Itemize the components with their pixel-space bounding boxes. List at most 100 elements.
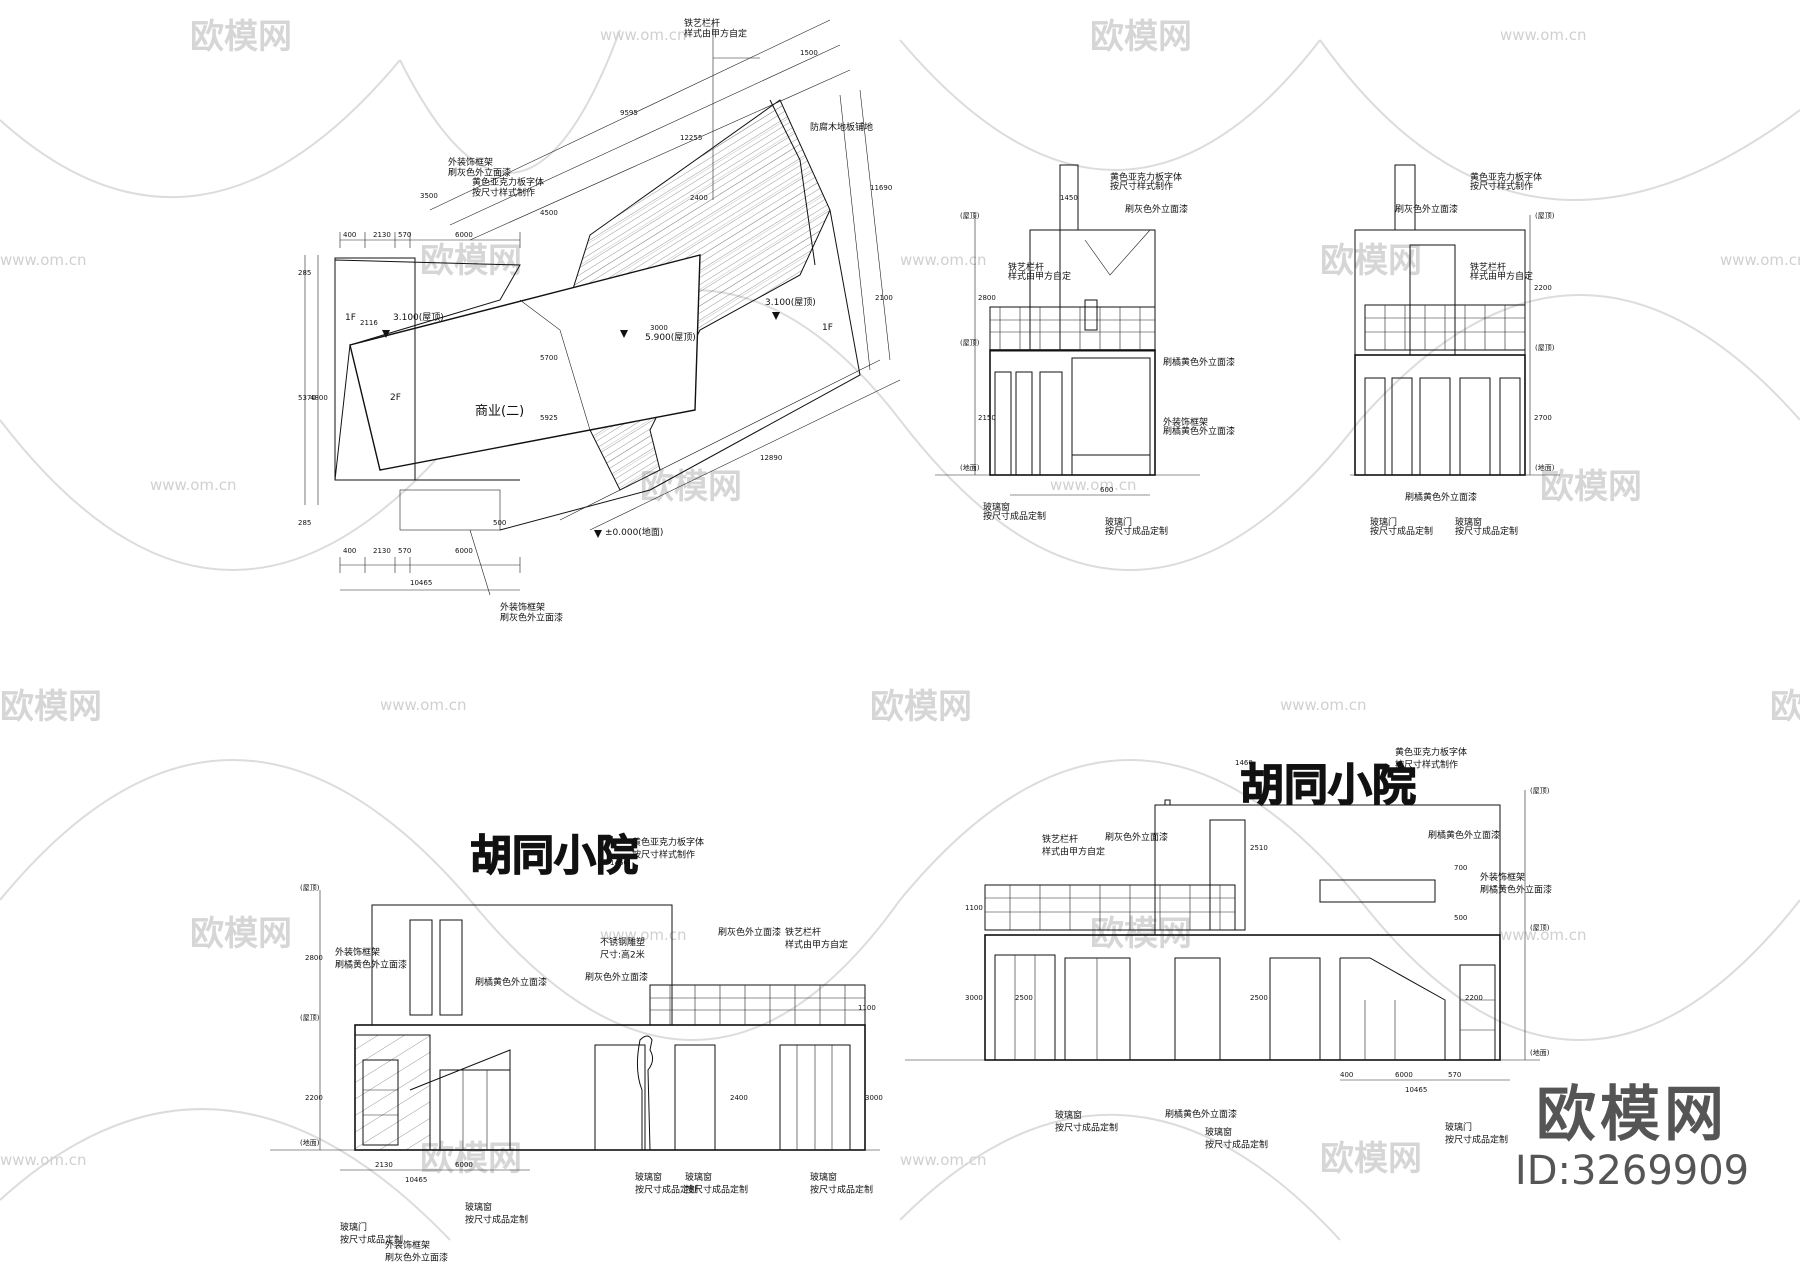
elev-b-note-yellow: 刷橘黄色外立面漆 xyxy=(1405,491,1477,503)
plan-note-deck: 防腐木地板铺地 xyxy=(810,121,873,133)
elev-d-dim: 1460 xyxy=(1235,759,1253,767)
elev-b-level: (地面) xyxy=(1535,463,1555,472)
plan-dim: 2130 xyxy=(373,547,391,555)
elev-d-note-glass-win: 玻璃窗按尺寸成品定制 xyxy=(1055,1109,1118,1134)
plan-level-roof-left: 3.100(屋顶) xyxy=(393,312,444,323)
elev-b-note-glass-win: 玻璃窗按尺寸成品定制 xyxy=(1455,516,1518,537)
elev-d-dim: 6000 xyxy=(1395,1071,1413,1079)
elev-c-note-glass-door: 玻璃门按尺寸成品定制 xyxy=(340,1221,403,1246)
elevation-c: 胡同小院 黄色亚克力板字体按尺寸样式制作 外装饰框架刷橘黄色外立面漆 刷橘黄色外… xyxy=(270,830,883,1264)
elev-d-dim: 3000 xyxy=(965,994,983,1002)
plan-floor-1f-right: 1F xyxy=(822,323,833,333)
elev-d-level: (屋顶) xyxy=(1530,787,1550,795)
elev-c-level: (地面) xyxy=(300,1138,320,1147)
plan-dim: 285 xyxy=(298,519,311,527)
watermark-url: www.om.cn xyxy=(0,251,87,269)
watermark-logo: 欧模网 xyxy=(1540,467,1642,507)
elev-d-note-gray: 刷灰色外立面漆 xyxy=(1105,831,1168,843)
elev-d-note-frame: 外装饰框架刷橘黄色外立面漆 xyxy=(1480,871,1552,896)
elev-c-note-yellow: 刷橘黄色外立面漆 xyxy=(475,976,547,988)
plan-dim: 4500 xyxy=(540,209,558,217)
elev-c-note-glass-win-b: 玻璃窗按尺寸成品定制 xyxy=(635,1171,698,1196)
elev-d-note-railing: 铁艺栏杆样式由甲方自定 xyxy=(1042,833,1105,858)
elev-b-note-gray: 刷灰色外立面漆 xyxy=(1395,203,1458,215)
elev-d-level: (屋顶) xyxy=(1530,924,1550,932)
plan-dim: 400 xyxy=(343,231,356,239)
elev-a-note-glass-win: 玻璃窗按尺寸成品定制 xyxy=(983,501,1046,522)
plan-dim: 12890 xyxy=(760,454,782,462)
plan-dim: 2116 xyxy=(360,319,378,327)
watermark-logo: 欧模网 xyxy=(190,914,292,954)
watermark-logo: 欧模网 xyxy=(1090,17,1192,57)
elev-d-note-yellow: 刷橘黄色外立面漆 xyxy=(1428,829,1500,841)
elev-c-dim: 3000 xyxy=(865,1094,883,1102)
elev-c-note-glass-win-c: 玻璃窗按尺寸成品定制 xyxy=(685,1171,748,1196)
brand-stamp: 欧模网 ID:3269909 xyxy=(1512,1082,1752,1194)
plan-dim: 6000 xyxy=(455,547,473,555)
plan-dim: 10465 xyxy=(410,579,432,587)
elev-c-note-frame-bottom: 外装饰框架刷灰色外立面漆 xyxy=(385,1239,448,1264)
plan-dim: 11690 xyxy=(870,184,892,192)
elev-d-dim: 2200 xyxy=(1465,994,1483,1002)
elev-a-dim: 1450 xyxy=(1060,194,1078,202)
plan-dim: 3500 xyxy=(420,192,438,200)
elev-c-note-railing: 铁艺栏杆样式由甲方自定 xyxy=(785,926,848,951)
plan-dim: 570 xyxy=(398,547,411,555)
elev-a-note-frame: 外装饰框架刷橘黄色外立面漆 xyxy=(1163,416,1235,437)
elev-d-note-glass-door: 玻璃门按尺寸成品定制 xyxy=(1445,1121,1508,1146)
elev-a-note-yellow: 刷橘黄色外立面漆 xyxy=(1163,356,1235,368)
elev-a-dim: 2150 xyxy=(978,414,996,422)
elevation-b: 黄色亚克力板字体按尺寸样式制作 刷灰色外立面漆 铁艺栏杆样式由甲方自定 刷橘黄色… xyxy=(1350,164,1560,537)
watermark-url: www.om.cn xyxy=(0,1151,87,1169)
watermark-logo: 欧模网 xyxy=(1320,1139,1422,1179)
elev-a-dim: 2800 xyxy=(978,294,996,302)
plan-dim: 6000 xyxy=(455,231,473,239)
elev-a-level: (屋顶) xyxy=(960,212,980,220)
elev-b-level: (屋顶) xyxy=(1535,212,1555,220)
elev-a-note-glass-door: 玻璃门按尺寸成品定制 xyxy=(1105,516,1168,537)
watermark-logo: 欧模网 xyxy=(0,687,102,727)
elev-d-dim: 10465 xyxy=(1405,1086,1427,1094)
elev-d-dim: 2510 xyxy=(1250,844,1268,852)
elev-c-dim: 1460 xyxy=(610,859,628,867)
watermark-logo: 欧模网 xyxy=(1320,241,1422,281)
plan-note-acrylic: 黄色亚克力板字体按尺寸样式制作 xyxy=(472,176,544,198)
watermark-url: www.om.cn xyxy=(150,476,237,494)
elev-c-note-steel: 不锈钢雕塑尺寸:高2米 xyxy=(600,936,645,961)
watermark-logo: 欧模网 xyxy=(640,467,742,507)
roof-plan: 1F 2F 1F 商业(二) 3.100(屋顶) 5.900(屋顶) 3.100… xyxy=(298,17,901,623)
elev-a-note-gray: 刷灰色外立面漆 xyxy=(1125,203,1188,215)
plan-dim: 570 xyxy=(398,231,411,239)
watermark-url: www.om.cn xyxy=(600,26,687,44)
elev-d-note-yellow-bottom: 刷橘黄色外立面漆 xyxy=(1165,1108,1237,1120)
watermark-url: www.om.cn xyxy=(1500,926,1587,944)
brand-id: ID:3269909 xyxy=(1514,1148,1750,1194)
watermark-url: www.om.cn xyxy=(1500,26,1587,44)
elev-d-level: (地面) xyxy=(1530,1048,1550,1057)
watermark-url: www.om.cn xyxy=(600,926,687,944)
elev-b-note-railing: 铁艺栏杆样式由甲方自定 xyxy=(1470,261,1533,282)
elevation-d: 胡同小院 黄色亚克力板字体按尺寸样式制作 铁艺栏杆样式由甲方自定 刷灰色外立面漆… xyxy=(905,746,1552,1151)
elev-b-dim: 2700 xyxy=(1534,414,1552,422)
elev-c-dim: 6000 xyxy=(455,1161,473,1169)
watermark-logo: 欧模网 xyxy=(190,17,292,57)
elev-d-dim: 1100 xyxy=(965,904,983,912)
plan-level-ground: ±0.000(地面) xyxy=(605,526,663,538)
plan-floor-1f-left: 1F xyxy=(345,313,356,323)
plan-dim: 500 xyxy=(493,519,506,527)
plan-room-label: 商业(二) xyxy=(475,404,524,419)
plan-note-railing: 铁艺栏杆样式由甲方自定 xyxy=(684,17,747,39)
plan-dim: 400 xyxy=(343,547,356,555)
plan-dim: 12255 xyxy=(680,134,702,142)
watermark-logo: 欧模网 xyxy=(1090,914,1192,954)
elev-d-dim: 400 xyxy=(1340,1071,1353,1079)
elev-a-note-railing: 铁艺栏杆样式由甲方自定 xyxy=(1008,261,1071,282)
plan-level-roof-mid: 5.900(屋顶) xyxy=(645,332,696,343)
elev-b-note-glass-door: 玻璃门按尺寸成品定制 xyxy=(1370,516,1433,537)
elev-c-note-glass-win-a: 玻璃窗按尺寸成品定制 xyxy=(465,1201,528,1226)
watermark-logo: 欧模网 xyxy=(1770,687,1800,727)
plan-dim: 5925 xyxy=(540,414,558,422)
elev-c-dim: 2130 xyxy=(375,1161,393,1169)
plan-dim: 2400 xyxy=(690,194,708,202)
